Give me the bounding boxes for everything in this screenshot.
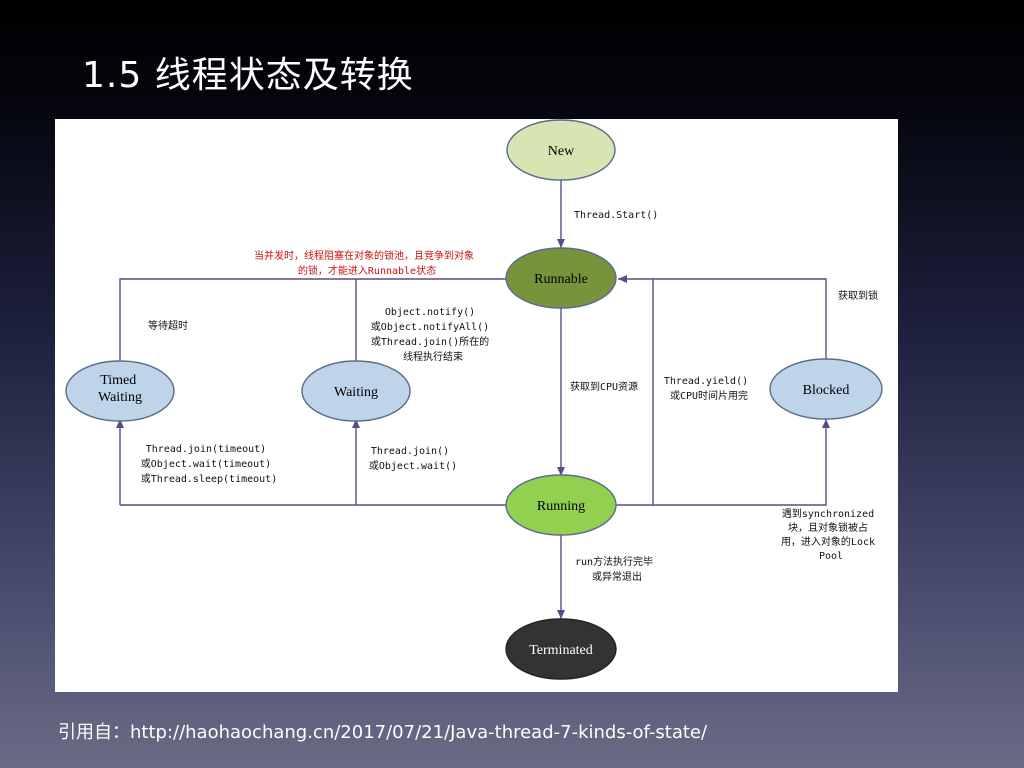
label-timed-calls-line-2: 或Object.wait(timeout) [141, 458, 271, 470]
label-lock-pool-note-line-2: 的锁，才能进入Runnable状态 [298, 264, 436, 277]
label-run-end: run方法执行完毕 或异常退出 [575, 555, 659, 583]
edge-blocked-to-runnable [653, 278, 827, 359]
state-waiting-label: Waiting [334, 385, 378, 400]
label-wait-timeout: 等待超时 [148, 319, 188, 332]
label-thread-start: Thread.Start() [574, 210, 658, 221]
state-timed-waiting: Timed Waiting [65, 360, 175, 422]
label-yield-line-1: Thread.yield() [664, 376, 748, 387]
state-blocked-label: Blocked [803, 383, 850, 398]
edge-timed-waiting-to-runnable [119, 278, 506, 364]
slide-title: 1.5 线程状态及转换 [82, 55, 414, 96]
state-new-label: New [548, 144, 575, 159]
label-timed-calls-line-1: Thread.join(timeout) [146, 444, 266, 455]
label-synchronized-line-4: Pool [819, 551, 843, 562]
thread-state-diagram: New Runnable Running Terminated Timed Wa… [55, 119, 898, 692]
state-runnable: Runnable [505, 247, 617, 309]
label-timed-calls-line-3: 或Thread.sleep(timeout) [141, 473, 277, 485]
label-run-end-line-2: 或异常退出 [592, 570, 642, 583]
label-run-end-line-1: run方法执行完毕 [575, 555, 653, 568]
label-synchronized-line-3: 用，进入对象的Lock [781, 535, 875, 548]
label-synchronized-line-1: 遇到synchronized [782, 508, 874, 520]
label-wait-calls: Thread.join() 或Object.wait() [369, 446, 457, 472]
state-timed-waiting-label: Timed Waiting [98, 373, 142, 405]
edge-running-to-blocked [653, 419, 830, 506]
label-synchronized: 遇到synchronized 块，且对象锁被占 用，进入对象的Lock Pool [781, 508, 881, 562]
label-wait-calls-line-1: Thread.join() [371, 446, 449, 457]
label-lock-pool-note-line-1: 当并发时，线程阻塞在对象的锁池，且竞争到对象 [254, 249, 474, 262]
state-terminated-label: Terminated [529, 643, 593, 658]
label-get-cpu: 获取到CPU资源 [570, 380, 638, 393]
diagram-canvas: New Runnable Running Terminated Timed Wa… [65, 119, 883, 680]
state-terminated: Terminated [505, 618, 617, 680]
citation-source: 引用自：http://haohaochang.cn/2017/07/21/Jav… [58, 722, 708, 743]
label-notify-line-4: 线程执行结束 [403, 350, 463, 363]
state-running-label: Running [537, 499, 585, 514]
state-waiting: Waiting [301, 360, 411, 422]
label-synchronized-line-2: 块，且对象锁被占 [788, 521, 868, 534]
state-new: New [506, 119, 616, 181]
label-wait-calls-line-2: 或Object.wait() [369, 460, 457, 472]
label-lock-pool-note: 当并发时，线程阻塞在对象的锁池，且竞争到对象 的锁，才能进入Runnable状态 [254, 249, 480, 277]
edge-running-to-runnable-yield [616, 275, 654, 506]
label-yield: Thread.yield() 或CPU时间片用完 [664, 376, 754, 402]
label-notify-line-1: Object.notify() [385, 307, 475, 318]
state-timed-waiting-line-2: Waiting [98, 390, 142, 405]
state-timed-waiting-line-1: Timed [100, 373, 136, 388]
label-notify-line-3: 或Thread.join()所在的 [371, 335, 489, 348]
label-yield-line-2: 或CPU时间片用完 [670, 389, 748, 402]
state-running: Running [505, 474, 617, 536]
label-notify-line-2: 或Object.notifyAll() [371, 321, 489, 333]
label-get-lock: 获取到锁 [838, 289, 878, 302]
state-blocked: Blocked [769, 358, 883, 420]
state-runnable-label: Runnable [534, 272, 588, 287]
label-timed-calls: Thread.join(timeout) 或Object.wait(timeou… [141, 444, 277, 485]
label-notify: Object.notify() 或Object.notifyAll() 或Thr… [371, 307, 495, 363]
